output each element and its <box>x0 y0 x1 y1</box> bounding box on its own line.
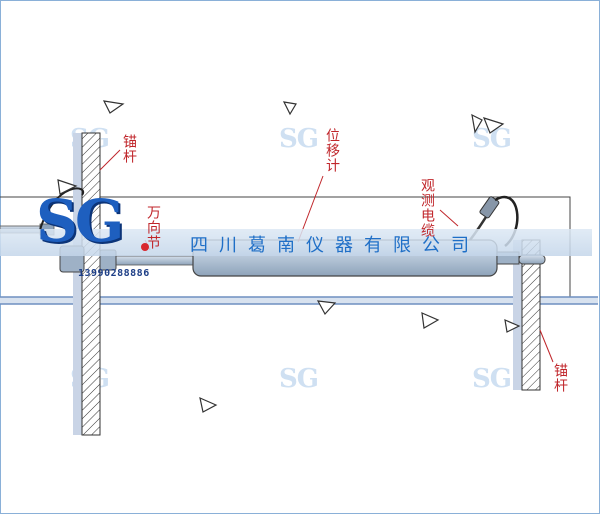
anchor-rod-left <box>73 132 101 436</box>
watermark-sg: SG <box>472 364 512 394</box>
watermark-sg: SG <box>279 124 319 154</box>
company-banner <box>0 229 592 256</box>
label-anchor-top: 锚杆 <box>121 134 137 164</box>
company-name: 四川葛南仪器有限公司 <box>190 235 480 256</box>
company-phone: 13990288886 <box>78 268 150 279</box>
triangle-marks <box>57 100 521 413</box>
anchor-rod-right <box>513 239 541 391</box>
label-observation-cable: 观测电缆 <box>419 178 435 238</box>
label-anchor-bottom: 锚杆 <box>552 363 568 393</box>
logo-dot <box>141 243 149 251</box>
company-logo: SG <box>36 187 124 255</box>
label-universal-joint: 万向节 <box>145 205 161 250</box>
label-displacement-meter: 位移计 <box>324 128 340 173</box>
watermark-sg: SG <box>279 364 319 394</box>
left-cable <box>39 187 85 231</box>
